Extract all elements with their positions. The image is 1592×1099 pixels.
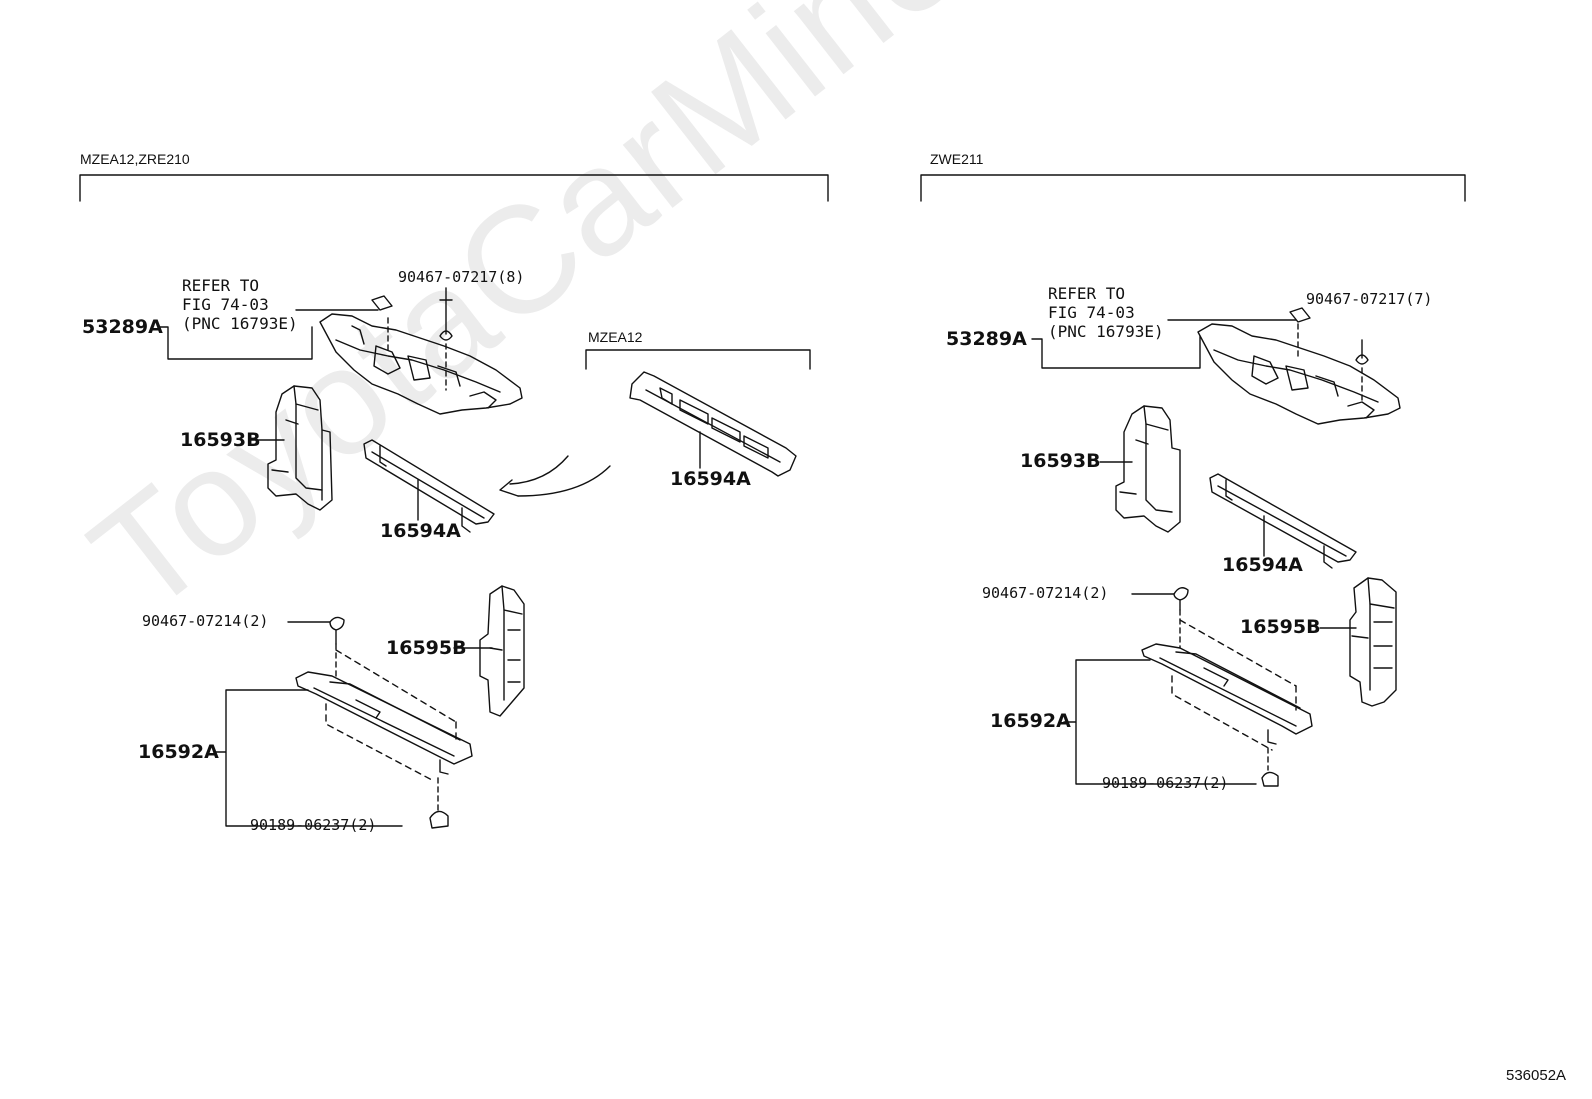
left-duct-16595B (479, 585, 525, 717)
right-duct-16593B (1115, 405, 1181, 533)
left-sub-bracket (585, 349, 811, 370)
left-part-clip-mid: 90467-07214(2) (142, 612, 269, 630)
left-screw-90467-07217 (387, 287, 453, 391)
left-leader-53289A (157, 326, 313, 360)
left-strip-16594A (363, 439, 495, 533)
left-tray-16592A (295, 649, 473, 781)
left-clip-90189-06237 (429, 777, 449, 829)
right-clip-90189-06237 (1261, 747, 1279, 787)
left-cover-53289A (319, 295, 523, 415)
right-leader-53289A (1031, 335, 1201, 369)
right-refer-note: REFER TO FIG 74-03 (PNC 16793E) (1048, 284, 1164, 341)
right-part-16593B: 16593B (1020, 450, 1101, 472)
left-part-16595B: 16595B (386, 637, 467, 659)
illustration-code: 536052A (1506, 1067, 1567, 1084)
left-part-53289A: 53289A (82, 316, 163, 338)
right-screw-90467-07217 (1297, 323, 1369, 405)
right-tray-16592A (1141, 619, 1313, 751)
left-curved-arrow (499, 455, 611, 497)
right-strip-16594A (1209, 473, 1357, 569)
left-rail-16594A-mzea12 (629, 371, 797, 477)
left-refer-note: REFER TO FIG 74-03 (PNC 16793E) (182, 276, 298, 333)
left-part-screw-top: 90467-07217(8) (398, 268, 525, 286)
right-part-16594A: 16594A (1222, 554, 1303, 576)
right-part-16592A: 16592A (990, 710, 1071, 732)
left-clip-90467-07214 (287, 616, 345, 677)
left-part-clip-bottom: 90189-06237(2) (250, 816, 377, 834)
right-leader-16592A (1063, 659, 1257, 785)
right-part-16595B: 16595B (1240, 616, 1321, 638)
right-duct-16595B (1349, 577, 1397, 707)
left-duct-16593B (267, 385, 333, 511)
left-part-16594A-mzea12: 16594A (670, 468, 751, 490)
right-part-screw-top: 90467-07217(7) (1306, 290, 1433, 308)
right-clip-90467-07214 (1131, 587, 1189, 649)
left-section-header: MZEA12,ZRE210 (80, 151, 190, 167)
right-cover-53289A (1197, 307, 1401, 425)
left-section-bracket (79, 174, 829, 202)
right-section-header: ZWE211 (930, 151, 984, 167)
right-part-clip-bottom: 90189-06237(2) (1102, 774, 1229, 792)
right-part-53289A: 53289A (946, 328, 1027, 350)
right-section-bracket (920, 174, 1466, 202)
left-subsection-header: MZEA12 (588, 329, 643, 345)
left-part-16593B: 16593B (180, 429, 261, 451)
left-part-16594A: 16594A (380, 520, 461, 542)
left-part-16592A: 16592A (138, 741, 219, 763)
right-part-clip-mid: 90467-07214(2) (982, 584, 1109, 602)
left-leader-16592A (213, 689, 403, 827)
